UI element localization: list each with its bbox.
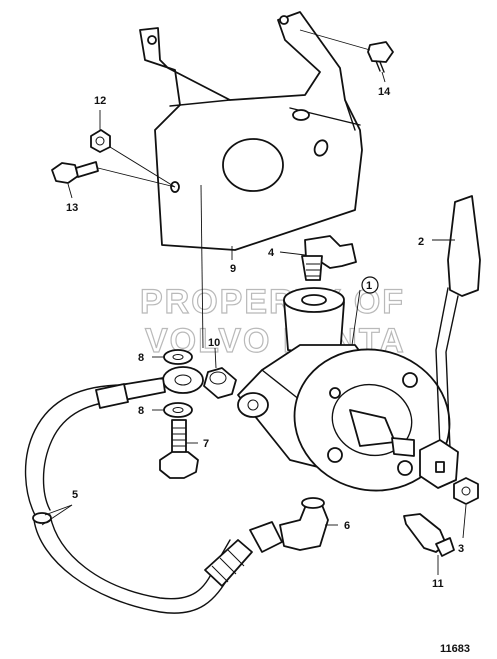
callout-2: 2	[418, 236, 424, 248]
watermark-line-1: PROPERTY OF	[140, 283, 405, 321]
leader-lines	[41, 29, 467, 575]
hose-part-5	[24, 383, 253, 614]
callout-8-lower: 8	[138, 405, 144, 417]
banjo-fitting	[119, 366, 204, 401]
elbow-fitting-part-4	[301, 235, 357, 281]
spacer-part-10	[203, 367, 237, 399]
callout-5: 5	[72, 489, 78, 501]
callout-9: 9	[230, 263, 236, 275]
mounting-bracket	[139, 11, 363, 251]
callout-4: 4	[268, 247, 275, 259]
diagram-number: 11683	[440, 643, 470, 655]
valve-body-part-1	[237, 287, 451, 492]
nut-part-3	[453, 477, 479, 505]
callout-3: 3	[458, 543, 464, 555]
bolt-part-13	[51, 161, 99, 184]
callout-11: 11	[432, 578, 444, 590]
callout-6: 6	[344, 520, 350, 532]
elbow-fitting-part-6	[249, 497, 329, 553]
callout-7: 7	[203, 438, 209, 450]
callout-10: 10	[208, 337, 220, 349]
washer-part-8-upper	[163, 349, 193, 365]
callout-8-upper: 8	[138, 352, 144, 364]
bolt-part-11	[403, 513, 455, 557]
callouts: 1 2 3 4 5 6 7 8 8 9 10 11 12 13 14	[66, 86, 464, 590]
washer-part-8-lower	[163, 402, 193, 418]
callout-1-circle	[361, 276, 379, 294]
lever-part-2	[419, 195, 481, 489]
callout-14: 14	[378, 86, 391, 98]
nut-part-12	[90, 129, 111, 153]
banjo-bolt-part-7	[159, 419, 199, 479]
bolt-part-14	[367, 41, 394, 73]
callout-12: 12	[94, 95, 106, 107]
watermark: PROPERTY OF VOLVO PENTA	[139, 282, 405, 360]
callout-1: 1	[366, 280, 372, 292]
callout-13: 13	[66, 202, 78, 214]
